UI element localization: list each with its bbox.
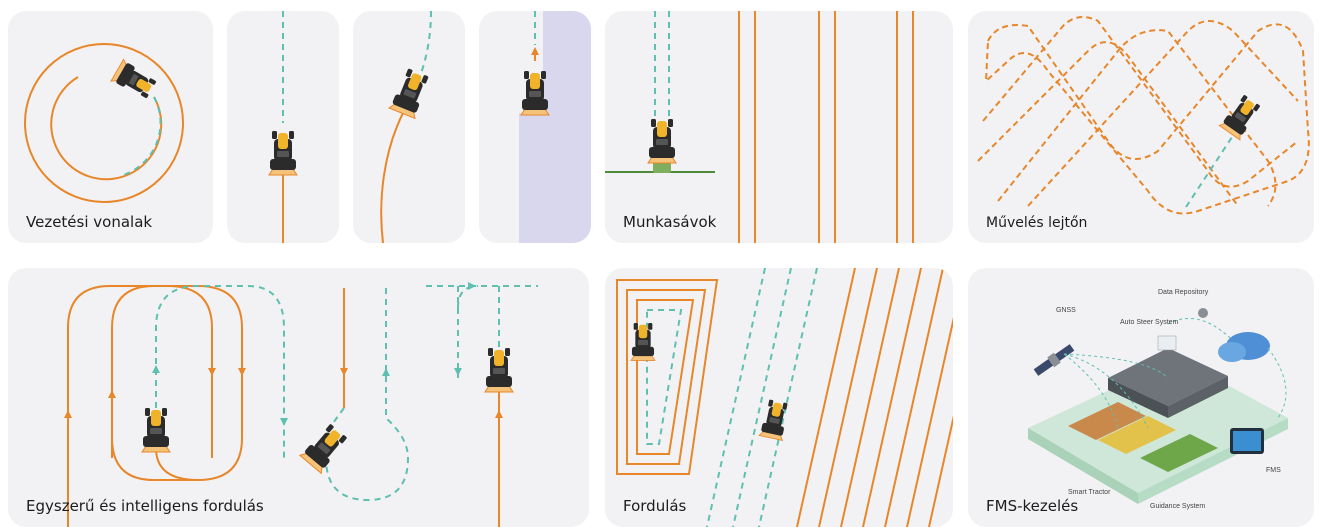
tractor-icon	[630, 322, 656, 361]
card-label: Munkasávok	[623, 213, 717, 231]
fms-label-gnss: GNSS	[1056, 307, 1076, 314]
tractor-icon	[268, 130, 298, 176]
tractor-icon	[484, 347, 514, 393]
fms-label-fms: FMS	[1266, 467, 1281, 474]
tractor-icon	[299, 421, 351, 474]
straight-line-illustration	[268, 11, 298, 243]
card-headland-turn: Fordulás	[605, 268, 953, 527]
fms-label-guidance-system: Guidance System	[1150, 503, 1205, 510]
fms-label-smart-tractor: Smart Tractor	[1068, 489, 1111, 496]
card-label: Vezetési vonalak	[26, 213, 153, 231]
card-curve-line	[353, 11, 465, 243]
fms-diagram: GNSS Data Repository Auto Steer System S…	[1028, 289, 1288, 510]
fms-label-data-repository: Data Repository	[1158, 289, 1209, 296]
work-lanes-illustration	[605, 11, 914, 243]
card-label: FMS-kezelés	[986, 497, 1079, 515]
card-label: Egyszerű és intelligens fordulás	[26, 497, 264, 515]
tractor-icon	[758, 398, 791, 441]
card-boundary	[479, 11, 591, 243]
satellite-icon	[1033, 344, 1075, 376]
guidance-circle-illustration	[24, 43, 184, 203]
tractor-icon	[388, 66, 432, 119]
card-slope-cultivation: Művelés lejtőn	[968, 11, 1314, 243]
tractor-icon	[1218, 92, 1264, 141]
tractor-icon	[141, 407, 171, 453]
slope-illustration	[977, 16, 1310, 215]
fms-label-auto-steer: Auto Steer System	[1120, 319, 1179, 326]
card-work-lanes: Munkasávok	[605, 11, 953, 243]
tractor-icon	[647, 118, 677, 164]
tractor-icon	[110, 58, 159, 102]
smart-turn-illustration	[64, 282, 538, 527]
card-label: Művelés lejtőn	[986, 215, 1088, 231]
card-smart-turn: Egyszerű és intelligens fordulás	[8, 268, 589, 527]
card-straight-line	[227, 11, 339, 243]
card-guidance-lines: Vezetési vonalak	[8, 11, 213, 243]
card-fms: GNSS Data Repository Auto Steer System S…	[968, 268, 1314, 527]
headland-turn-illustration	[616, 268, 953, 527]
curve-line-illustration	[380, 11, 432, 243]
boundary-illustration	[519, 11, 591, 243]
card-label: Fordulás	[623, 497, 687, 515]
